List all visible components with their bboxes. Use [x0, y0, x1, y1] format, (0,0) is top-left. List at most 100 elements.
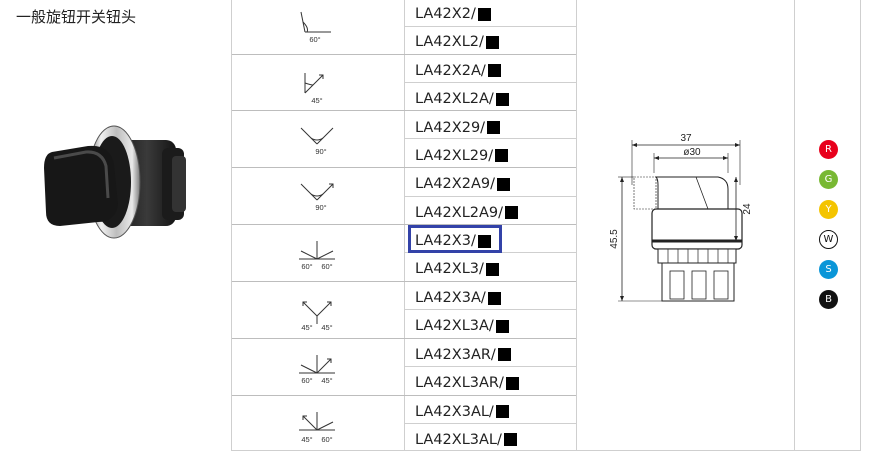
- grid-line: [404, 0, 405, 451]
- color-option-badge: Y: [819, 200, 838, 219]
- model-number-cell: LA42XL29/: [405, 142, 575, 170]
- switch-position-symbol: 90°: [232, 170, 404, 226]
- grid-line: [405, 82, 576, 83]
- switch-position-symbol: 45°: [232, 57, 404, 113]
- svg-text:60°: 60°: [301, 376, 312, 385]
- color-placeholder-box: [497, 348, 511, 362]
- switch-position-symbol: 45° 60°: [232, 398, 404, 451]
- grid-line: [405, 196, 576, 197]
- grid-line: [232, 224, 576, 225]
- model-number-cell: LA42XL3AR/: [405, 369, 575, 397]
- switch-position-symbol: 60° 45°: [232, 341, 404, 397]
- grid-line: [405, 366, 576, 367]
- model-number: LA42XL2/: [415, 34, 484, 51]
- model-number-cell: LA42X29/: [405, 114, 575, 142]
- color-placeholder-box: [495, 405, 509, 419]
- grid-line: [860, 0, 861, 451]
- dim-height-label: 45.5: [609, 229, 620, 249]
- color-option-badge: W: [819, 230, 838, 249]
- model-number-cell: LA42XL3/: [405, 255, 575, 283]
- svg-text:60°: 60°: [321, 435, 332, 444]
- color-placeholder-box: [495, 92, 509, 106]
- knob-product-image: [22, 118, 202, 248]
- color-placeholder-box: [487, 291, 501, 305]
- model-number-cell: LA42X3AR/: [405, 341, 575, 369]
- model-number: LA42X3AL/: [415, 403, 494, 420]
- switch-position-symbol: 45° 45°: [232, 284, 404, 340]
- svg-text:90°: 90°: [315, 147, 326, 156]
- grid-line: [405, 26, 576, 27]
- model-number-cell: LA42X2A/: [405, 57, 575, 85]
- color-placeholder-box: [485, 262, 499, 276]
- color-placeholder-box: [505, 206, 519, 220]
- dim-cap-height-label: 24: [742, 203, 753, 215]
- model-number-cell: LA42XL3AL/: [405, 426, 575, 451]
- color-placeholder-box: [487, 121, 501, 135]
- switch-position-symbol: 90°: [232, 114, 404, 170]
- svg-text:45°: 45°: [301, 323, 312, 332]
- model-number-cell: LA42X2A9/: [405, 170, 575, 198]
- svg-text:45°: 45°: [321, 376, 332, 385]
- model-number-cell: LA42X2/: [405, 0, 575, 28]
- grid-line: [232, 338, 576, 339]
- color-placeholder-box: [477, 234, 491, 248]
- grid-line: [405, 138, 576, 139]
- model-number: LA42X2/: [415, 6, 476, 22]
- grid-line: [232, 281, 576, 282]
- selected-model-highlight: [408, 225, 502, 253]
- model-number: LA42XL2A/: [415, 91, 494, 107]
- model-number: LA42X29/: [415, 119, 486, 136]
- model-number: LA42X2A/: [415, 62, 486, 79]
- product-title: 一般旋钮开关钮头: [16, 8, 137, 26]
- color-placeholder-box: [505, 376, 519, 390]
- color-placeholder-box: [495, 149, 509, 163]
- color-placeholder-box: [477, 7, 491, 21]
- color-placeholder-box: [496, 177, 510, 191]
- color-option-badge: R: [819, 140, 838, 159]
- grid-line: [794, 0, 795, 451]
- dim-width-label: 37: [680, 133, 692, 144]
- model-number-cell: LA42X3AL/: [405, 398, 575, 426]
- grid-line: [405, 309, 576, 310]
- svg-text:60°: 60°: [301, 262, 312, 271]
- model-number-cell: LA42XL2/: [405, 28, 575, 56]
- model-number: LA42XL2A9/: [415, 204, 504, 221]
- svg-text:45°: 45°: [321, 323, 332, 332]
- color-option-badge: B: [819, 290, 838, 309]
- model-number: LA42XL3/: [415, 261, 484, 278]
- color-placeholder-box: [485, 35, 499, 49]
- dim-diameter-label: ø30: [683, 147, 701, 158]
- svg-text:45°: 45°: [301, 435, 312, 444]
- model-number: LA42XL3AR/: [415, 375, 504, 391]
- model-number: LA42X3AR/: [415, 346, 496, 363]
- grid-line: [576, 0, 577, 451]
- color-placeholder-box: [495, 319, 509, 333]
- model-number: LA42X3A/: [415, 290, 486, 306]
- svg-text:45°: 45°: [311, 96, 322, 105]
- model-number: LA42XL3A/: [415, 318, 494, 335]
- color-placeholder-box: [487, 64, 501, 78]
- svg-text:90°: 90°: [315, 203, 326, 212]
- model-number-cell: LA42X3/: [405, 227, 575, 255]
- grid-line: [232, 54, 576, 55]
- color-placeholder-box: [503, 433, 517, 447]
- grid-line: [232, 110, 576, 111]
- svg-text:60°: 60°: [321, 262, 332, 271]
- model-number-cell: LA42X3A/: [405, 284, 575, 312]
- grid-line: [232, 167, 576, 168]
- model-number: LA42XL3AL/: [415, 431, 502, 448]
- model-number-cell: LA42XL2A/: [405, 85, 575, 113]
- switch-position-symbol: 60°: [232, 0, 404, 56]
- model-number: LA42X2A9/: [415, 176, 495, 193]
- grid-line: [405, 423, 576, 424]
- dimension-drawing: 37 ø30 45.5 24: [600, 125, 780, 310]
- model-number-cell: LA42XL3A/: [405, 312, 575, 340]
- model-number: LA42X3/: [415, 233, 476, 250]
- model-number-cell: LA42XL2A9/: [405, 199, 575, 227]
- grid-line: [232, 395, 576, 396]
- svg-text:60°: 60°: [309, 35, 320, 44]
- color-option-badge: G: [819, 170, 838, 189]
- color-option-badge: S: [819, 260, 838, 279]
- grid-line: [231, 0, 232, 451]
- model-number: LA42XL29/: [415, 147, 494, 164]
